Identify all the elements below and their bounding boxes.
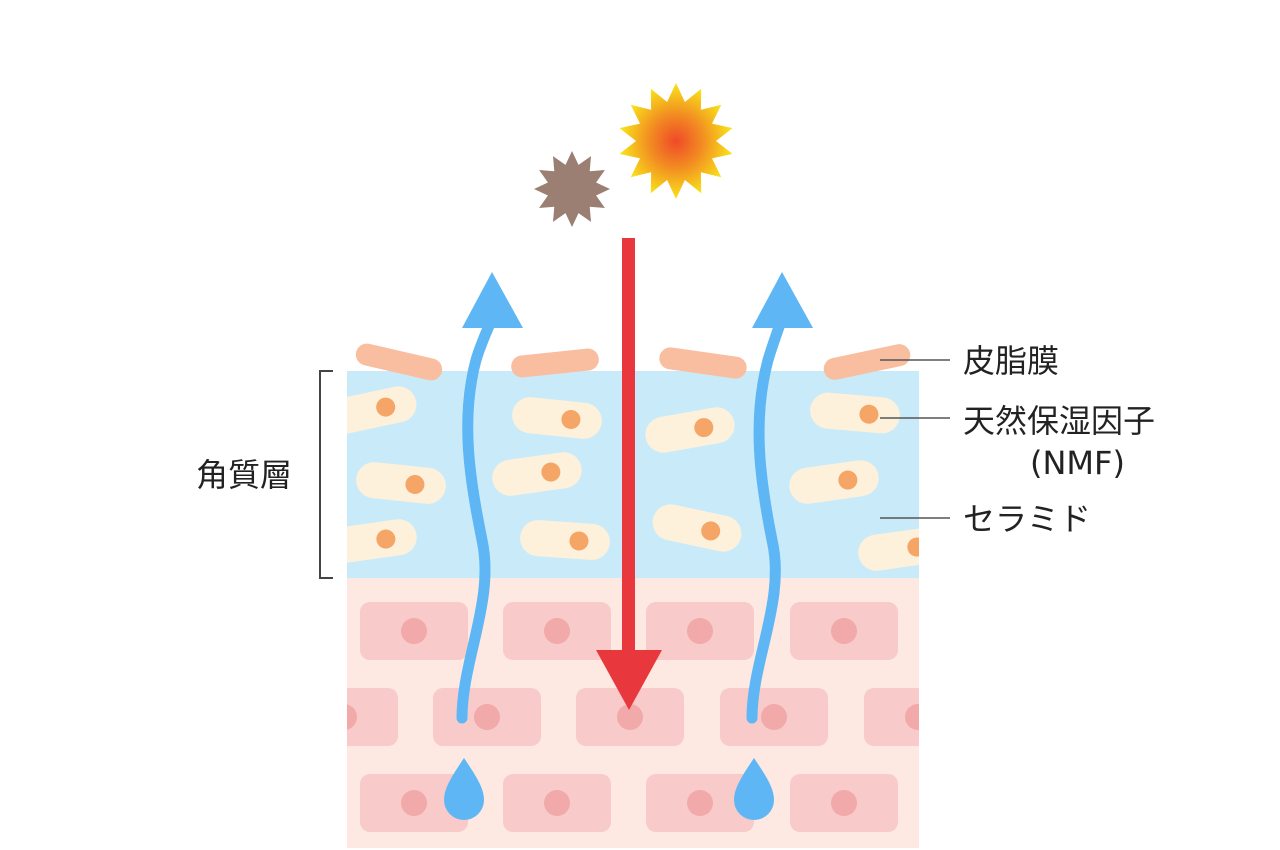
water-drops (444, 758, 774, 820)
nmf-dot (701, 521, 721, 541)
corneocyte (347, 519, 417, 563)
corneocyte (645, 407, 735, 453)
sebum-film-label: 皮脂膜 (963, 342, 1059, 380)
uv-arrow-head (596, 650, 662, 710)
epidermal-cell (720, 688, 828, 746)
corneocyte (652, 504, 742, 552)
nmf-dot (694, 418, 714, 438)
stratum-corneum-bracket (319, 370, 333, 579)
pollutant-particle-icon (534, 151, 610, 227)
epidermal-cell (503, 774, 611, 832)
corneocyte (356, 462, 446, 504)
epidermal-cell (646, 602, 754, 660)
epidermal-cell (790, 774, 898, 832)
epidermal-cell (360, 602, 468, 660)
sebum-bar (659, 347, 747, 379)
corneocyte (858, 527, 919, 571)
corneocyte (492, 452, 582, 496)
nmf-dot (541, 462, 561, 482)
nmf-dot (561, 409, 581, 429)
nmf-label: 天然保湿因子 (963, 402, 1155, 440)
moisture-arrow-left (456, 312, 498, 724)
ceramide-label: セラミド (963, 500, 1091, 538)
nmf-dot (569, 531, 589, 551)
moisture-arrow-right-head (752, 272, 813, 328)
uv-sun-icon (619, 83, 733, 199)
nmf-label-abbrev: (NMF) (1030, 444, 1125, 482)
uv-arrow-shaft (622, 238, 635, 658)
corneocytes (347, 386, 919, 571)
epidermal-cell (576, 688, 684, 746)
corneocyte (810, 392, 900, 434)
sebum-bar (823, 344, 911, 380)
sebum-bar (355, 343, 443, 381)
sebum-bar (511, 348, 599, 378)
moisture-arrow-left-head (462, 272, 523, 328)
stratum-corneum-label: 角質層 (196, 456, 292, 494)
epidermal-cell (347, 688, 398, 746)
epidermal-cells (347, 602, 919, 832)
epidermal-cell (864, 688, 919, 746)
epidermal-cell (646, 774, 754, 832)
moisture-evaporation-arrows (456, 272, 813, 724)
uv-penetration-arrow (596, 238, 662, 710)
epidermal-cell (503, 602, 611, 660)
nmf-dot (838, 470, 858, 490)
nmf-dot (405, 474, 425, 494)
water-drop-icon (444, 758, 484, 820)
epidermal-cell (433, 688, 541, 746)
epidermal-cell (790, 602, 898, 660)
nmf-dot (376, 397, 396, 417)
nmf-dot (376, 529, 396, 549)
nmf-dot (859, 404, 879, 424)
moisture-arrow-right (746, 312, 788, 724)
corneocyte (789, 460, 879, 504)
epidermal-cell (360, 774, 468, 832)
corneocyte (347, 386, 417, 434)
corneocyte (512, 397, 602, 439)
water-drop-icon (734, 758, 774, 820)
corneocyte (520, 520, 610, 560)
nmf-dot (907, 537, 919, 557)
sebum-film-bars (355, 343, 911, 381)
